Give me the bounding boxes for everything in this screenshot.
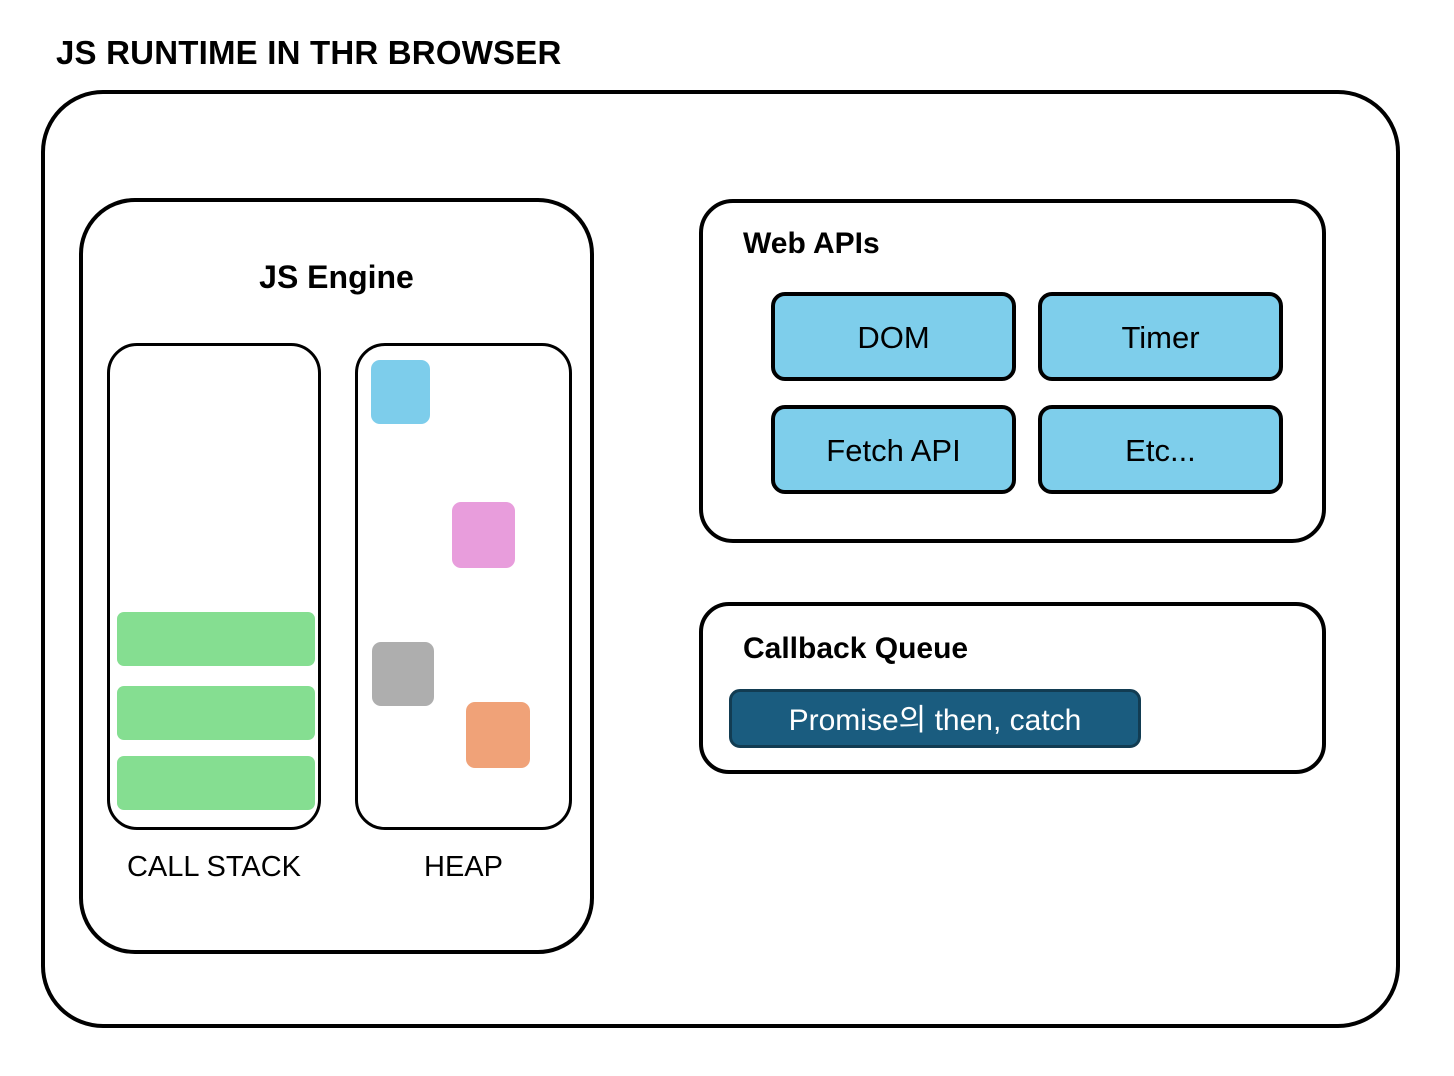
page-title: JS RUNTIME IN THR BROWSER	[56, 34, 562, 71]
heap-object	[452, 502, 515, 568]
web-api-chip-fetch-api[interactable]: Fetch API	[771, 405, 1016, 494]
heap-object	[371, 360, 430, 424]
call-stack-frame	[117, 612, 315, 666]
web-api-chip-timer[interactable]: Timer	[1038, 292, 1283, 381]
js-engine-title: JS Engine	[259, 259, 414, 295]
call-stack-frame	[117, 756, 315, 810]
heap-object	[372, 642, 434, 706]
heap-panel	[355, 343, 572, 830]
heap-object	[466, 702, 530, 768]
heap-label: HEAP	[424, 851, 503, 883]
callback-queue-item[interactable]: Promise의 then, catch	[729, 689, 1141, 748]
call-stack-label: CALL STACK	[126, 851, 302, 883]
web-api-chip-dom[interactable]: DOM	[771, 292, 1016, 381]
callback-queue-title: Callback Queue	[743, 632, 969, 665]
web-api-chip-etc[interactable]: Etc...	[1038, 405, 1283, 494]
call-stack-panel	[107, 343, 321, 830]
call-stack-frame	[117, 686, 315, 740]
web-apis-title: Web APIs	[743, 227, 880, 260]
callback-queue-container: Callback Queue Promise의 then, catch	[699, 602, 1326, 774]
js-engine-container: JS Engine CALL STACK HEAP	[79, 198, 594, 954]
